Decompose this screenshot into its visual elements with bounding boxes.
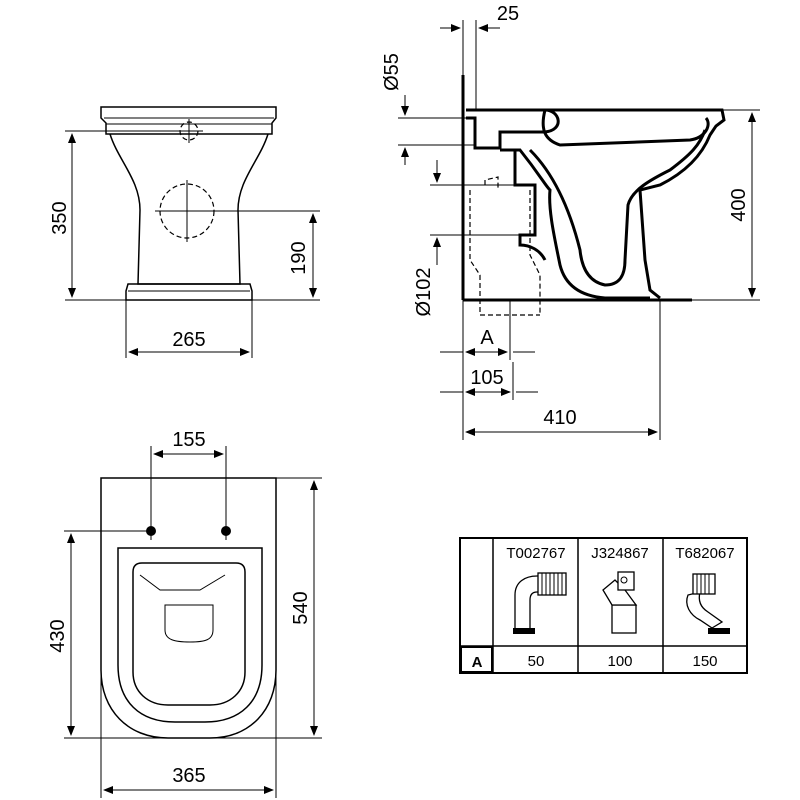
dim-plan-depth: 540 <box>290 591 312 624</box>
trap-outer <box>500 148 650 300</box>
bowl-outer <box>510 108 726 300</box>
connector-flexible-icon <box>686 573 730 634</box>
connector-code-3: T682067 <box>675 545 734 562</box>
dim-fixing-spacing: 155 <box>172 429 205 451</box>
dim-outlet-diameter: Ø102 <box>413 268 435 317</box>
dim-a-label: A <box>480 327 494 349</box>
plan-bowl-opening <box>132 562 246 706</box>
outlet-spigot <box>513 150 547 261</box>
dim-plan-inner-depth: 430 <box>47 619 69 652</box>
dim-outlet-height: 190 <box>288 241 310 274</box>
dim-inlet-diameter: Ø55 <box>381 53 403 91</box>
connector-pan-icon <box>602 571 638 634</box>
bowl-inner-rim <box>541 109 710 147</box>
dim-side-depth: 410 <box>543 407 576 429</box>
plan-seat-outline <box>117 547 263 723</box>
dim-wall-offset: 25 <box>497 3 519 25</box>
trap-inner <box>528 129 707 287</box>
connector-code-2: J324867 <box>591 545 649 562</box>
dim-plan-width: 365 <box>172 765 205 787</box>
dim-front-height: 350 <box>49 201 71 234</box>
plan-inner-rim <box>139 574 226 591</box>
dim-outlet-depth: 105 <box>470 367 503 389</box>
connector-value-1: 50 <box>528 653 545 670</box>
connector-bend-icon <box>513 572 567 634</box>
plan-water-surface <box>164 604 214 643</box>
dim-base-width: 265 <box>172 329 205 351</box>
connector-value-2: 100 <box>607 653 632 670</box>
connector-table: A T002767 J324867 T682067 50 100 150 <box>459 537 748 674</box>
side-view: 25 Ø55 Ø102 400 A 105 410 <box>381 3 760 440</box>
front-bowl <box>109 133 269 285</box>
outlet-connector-hidden <box>469 176 541 316</box>
dim-side-height: 400 <box>728 188 750 221</box>
front-base <box>125 283 253 301</box>
front-view: 350 190 265 <box>49 106 320 358</box>
plan-view: 155 430 540 365 <box>47 429 322 798</box>
connector-value-3: 150 <box>692 653 717 670</box>
table-row-label: A <box>472 654 483 671</box>
front-seat-rim <box>100 106 277 135</box>
connector-code-1: T002767 <box>506 545 565 562</box>
